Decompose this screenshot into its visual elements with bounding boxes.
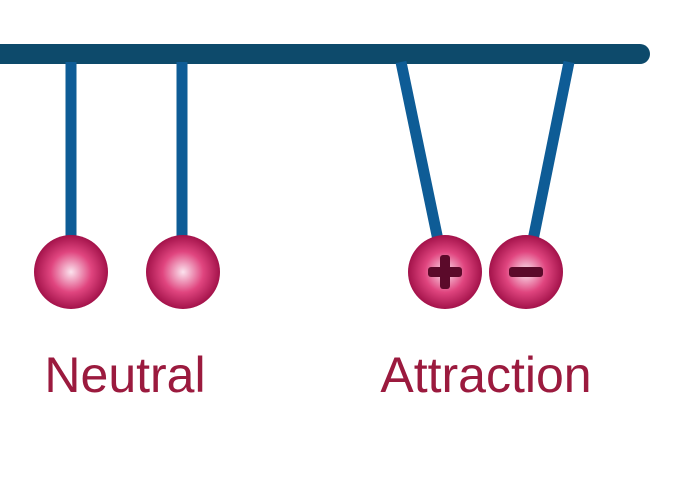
neutral-label: Neutral <box>0 350 250 400</box>
neutral-ball-right <box>146 235 220 309</box>
attraction-panel <box>401 62 569 309</box>
neutral-panel <box>34 62 220 309</box>
minus-icon <box>509 267 543 277</box>
attraction-label: Attraction <box>360 350 612 400</box>
string-negative <box>533 62 569 240</box>
string-positive <box>401 62 438 240</box>
neutral-ball-left <box>34 235 108 309</box>
